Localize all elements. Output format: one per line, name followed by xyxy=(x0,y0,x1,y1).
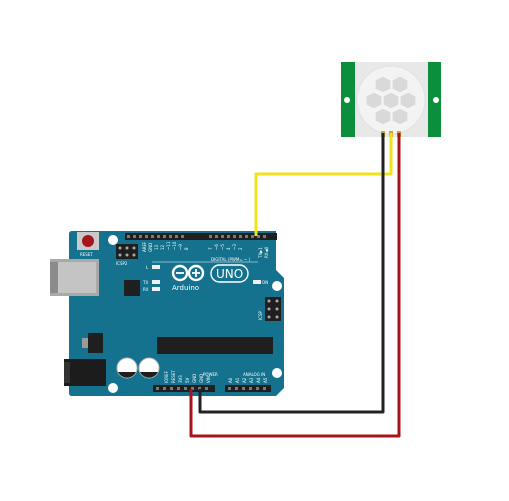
pin-label-ioref: IOREF xyxy=(164,370,169,383)
icsp2-label: ICSP2 xyxy=(116,261,128,266)
pin-label-vin: VIN xyxy=(206,376,211,383)
pin-label-tx1: TX▶1 xyxy=(258,247,263,259)
analog-pin-labels: A0 A1 A2 A3 A4 A5 xyxy=(228,377,268,383)
board-pcb xyxy=(69,231,284,396)
led-on-label: ON xyxy=(262,280,268,285)
pin-label-5: ~5 xyxy=(220,244,225,250)
pin-label-5v: 5V xyxy=(185,377,190,383)
pin-label-2: 2 xyxy=(238,247,243,250)
icsp2-header xyxy=(116,244,138,259)
pin-label-9: ~9 xyxy=(178,244,183,250)
voltage-regulator xyxy=(88,333,103,353)
arduino-uno-board: RESET ICSP2 AREF GND 13 12 ~11 xyxy=(50,231,284,396)
board-mount-hole xyxy=(272,368,282,378)
power-jack xyxy=(64,359,106,386)
usb-port-edge xyxy=(50,262,58,293)
sensor-mount-hole-left xyxy=(344,97,350,103)
icsp-header xyxy=(265,297,281,321)
power-label: POWER xyxy=(203,372,218,377)
pin-label-3v3: 3V3 xyxy=(178,375,183,383)
reset-button-cap xyxy=(82,235,94,247)
pin-label-6: ~6 xyxy=(214,244,219,250)
board-mount-hole xyxy=(108,235,118,245)
model-badge xyxy=(210,264,249,283)
pin-label-aref: AREF xyxy=(142,241,147,252)
pir-sensor xyxy=(341,62,441,137)
pin-label-a5: A5 xyxy=(263,377,268,383)
power-jack-edge xyxy=(64,362,70,383)
analog-header-pins xyxy=(228,387,266,390)
led-tx xyxy=(152,280,160,284)
regulator-tab xyxy=(82,338,88,348)
board-mount-hole xyxy=(272,281,282,291)
pin-label-a3: A3 xyxy=(249,377,254,383)
pin-label-13: 13 xyxy=(154,244,159,250)
board-mount-hole xyxy=(108,383,118,393)
pin-label-gnd: GND xyxy=(148,243,153,252)
led-l-label: L xyxy=(146,265,149,270)
digital-header-pins xyxy=(127,235,266,238)
digital-label: DIGITAL (PWM= ~ ) xyxy=(211,257,251,262)
led-rx-label: RX xyxy=(143,287,149,292)
pin-label-11: ~11 xyxy=(166,241,171,250)
wire-signal-yellow xyxy=(254,133,393,236)
pin-label-10: ~10 xyxy=(172,241,177,250)
led-rx xyxy=(152,287,160,291)
digital-header xyxy=(125,233,277,240)
power-pin-labels: IOREF RESET 3V3 5V GND GND VIN xyxy=(164,370,211,383)
usb-controller-chip xyxy=(124,280,140,296)
wire-power-red xyxy=(189,133,401,438)
sensor-mount-hole-right xyxy=(433,97,439,103)
pin-label-4: 4 xyxy=(226,247,231,250)
analog-label: ANALOG IN xyxy=(243,372,265,377)
pin-label-a4: A4 xyxy=(256,377,261,383)
pin-label-a2: A2 xyxy=(242,377,247,383)
wires xyxy=(189,133,401,438)
pin-label-gnd2: GND xyxy=(199,374,204,383)
pin-label-3: ~3 xyxy=(232,244,237,250)
arduino-logo-icon xyxy=(171,264,205,282)
usb-port-face xyxy=(58,262,96,293)
led-tx-label: TX xyxy=(142,280,148,285)
pin-label-reset: RESET xyxy=(171,370,176,383)
wire-gnd-black xyxy=(198,133,385,414)
pin-label-12: 12 xyxy=(160,244,165,250)
analog-header xyxy=(225,385,271,392)
icsp-label: ICSP xyxy=(258,310,263,320)
pin-label-gnd1: GND xyxy=(192,374,197,383)
brand-label: Arduino xyxy=(172,284,199,292)
atmega-chip xyxy=(157,337,273,354)
capacitor-right xyxy=(138,357,160,379)
led-on xyxy=(253,280,261,284)
reset-label: RESET xyxy=(80,252,93,257)
capacitor-left xyxy=(116,357,138,379)
power-header-pins xyxy=(156,387,208,390)
pin-label-a0: A0 xyxy=(228,377,233,383)
fresnel-lens-cells xyxy=(365,75,417,126)
pin-label-rx0: RX◀0 xyxy=(264,246,269,258)
pin-label-a1: A1 xyxy=(235,377,240,383)
pin-label-8: 8 xyxy=(184,247,189,250)
digital-pin-labels: AREF GND 13 12 ~11 ~10 ~9 8 7 ~6 ~5 4 ~3… xyxy=(142,241,269,259)
led-l xyxy=(152,265,160,269)
model-label: UNO xyxy=(216,267,243,281)
pin-label-7: 7 xyxy=(208,247,213,250)
